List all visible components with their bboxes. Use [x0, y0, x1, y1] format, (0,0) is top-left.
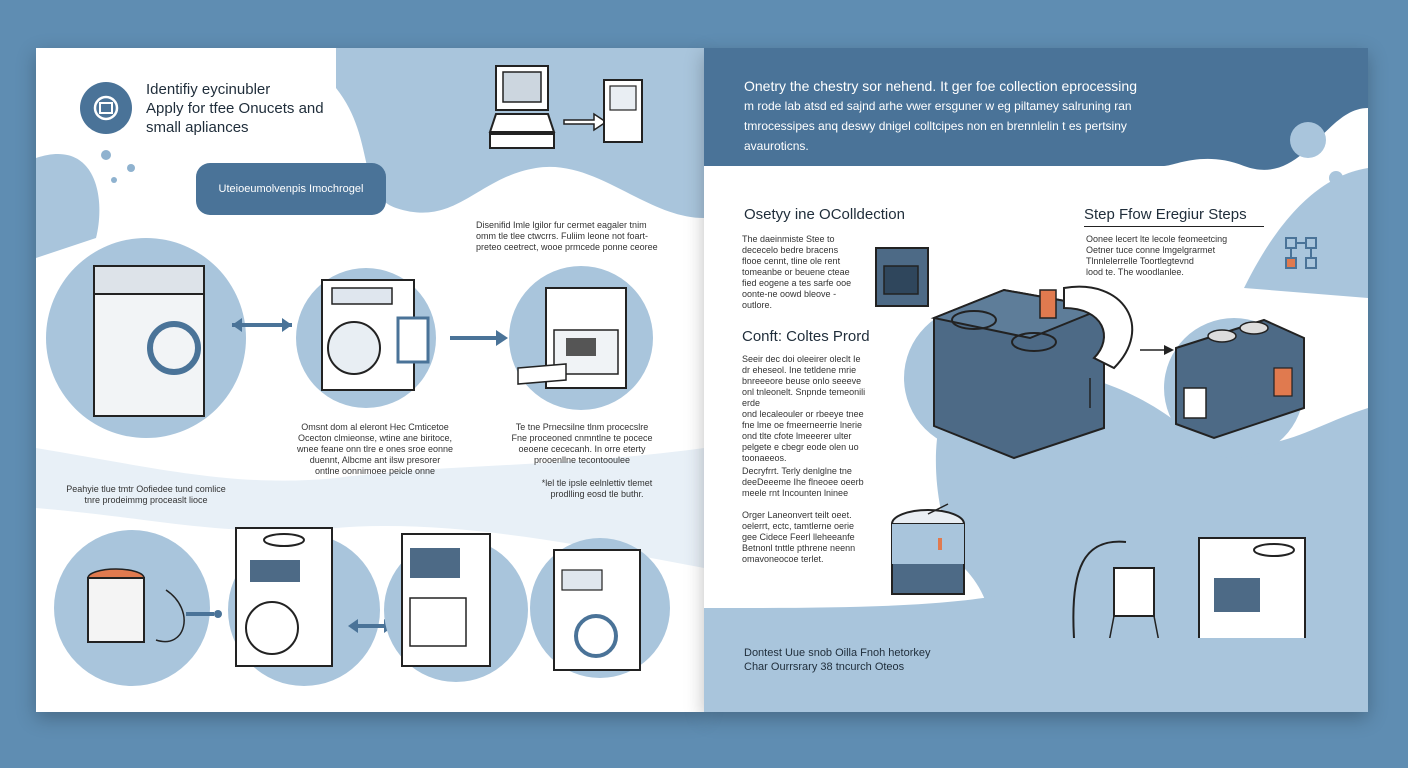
footer-line-1: Dontest Uue snob Oilla Fnoh hetorkey	[744, 647, 931, 659]
note-line: prooenllne tecontooulee	[533, 455, 631, 465]
left-page: Identifiy eycinubler Apply for tfee Onuc…	[36, 48, 704, 712]
section-1-title: Osetyy ine OColldection	[744, 206, 905, 223]
header-heading: Identifiy eycinubler Apply for tfee Onuc…	[146, 80, 366, 137]
text-line: ond lecaleouler or rbeeye tnee	[742, 409, 864, 419]
section-4-text: Orger Laneonvert teilt oeet. oelerrt, ec…	[742, 510, 882, 565]
header-line-2: Apply for tfee Onucets and	[146, 100, 324, 117]
note-line: omm tle tlee ctwcrrs. Fuliim leone not f…	[476, 231, 649, 241]
section-2-title: Conft: Coltes Prord	[742, 328, 870, 345]
text-line: Oonee lecert lte lecole feomeetcing	[1086, 234, 1228, 244]
text-line: Betnonl tnttle pthrene neenn	[742, 543, 856, 553]
section-3-text: Decryfrrt. Terly denlglne tne deeDeeeme …	[742, 466, 882, 499]
category-pill: Uteioeumolvenpis Imochrogel	[196, 163, 386, 215]
text-line: bnreeeore beuse onlo seeeve	[742, 376, 862, 386]
note-bottom-left: Peahyie tlue tmtr Oofiedee tund comlice …	[46, 484, 246, 506]
text-line: Decryfrrt. Terly denlglne tne	[742, 466, 852, 476]
note-mid-right: Te tne Prnecsilne tlnm procecslre Fne pr…	[492, 422, 672, 466]
note-line: Fne proceoned cnmntlne te pocece	[511, 433, 653, 443]
connector-icon	[1285, 237, 1317, 269]
steps-title-rule	[1084, 226, 1264, 227]
text-line: fied eogene a tes sarfe ooe	[742, 278, 852, 288]
note-line: Ocecton clmieonse, wtine ane biritoce,	[297, 433, 453, 443]
text-line: The daeinmiste Stee to	[742, 234, 835, 244]
text-line: Orger Laneonvert teilt oeet.	[742, 510, 852, 520]
header-line-3: small apliances	[146, 119, 249, 136]
text-line: toonaeeos.	[742, 453, 787, 463]
text-line: pelgete e cbegr eode olen uo	[742, 442, 859, 452]
right-illustrations	[875, 247, 1306, 638]
header-line-1: Identifiy eycinubler	[146, 81, 271, 98]
banner-line-1: Onetry the chestry sor nehend. It ger fo…	[744, 78, 1137, 94]
text-line: dr eheseol. Ine tetldene mrie	[742, 365, 857, 375]
note-line: preteo ceetrect, wooe prmcede ponne ceor…	[476, 242, 658, 252]
note-bottom-right: *lel tle ipsle eelnlettiv tlemet prodlli…	[512, 478, 682, 500]
note-line: tnre prodeimmg proceaslt lioce	[84, 495, 208, 505]
right-page: Onetry the chestry sor nehend. It ger fo…	[704, 48, 1368, 712]
text-line: tomeanbe or beuene cteae	[742, 267, 850, 277]
note-line: Disenifid Imle lgilor fur cermet eagaler…	[476, 220, 647, 230]
text-line: dececelo bedre bracens	[742, 245, 839, 255]
text-line: fne lme oe fmeerneerrie lnerie	[742, 420, 863, 430]
text-line: oonte-ne oowd bleove -	[742, 289, 837, 299]
text-line: gee Cidece Feerl lleheeanfe	[742, 532, 855, 542]
note-line: Te tne Prnecsilne tlnm procecslre	[515, 422, 649, 432]
footer-text: Dontest Uue snob Oilla Fnoh hetorkey Cha…	[744, 646, 931, 674]
row-2-illustrations	[54, 527, 670, 686]
note-line: Peahyie tlue tmtr Oofiedee tund comlice	[66, 484, 226, 494]
text-line: outlore.	[742, 300, 773, 310]
steps-title: Step Ffow Eregiur Steps	[1084, 206, 1247, 223]
row-1-illustrations	[46, 238, 653, 438]
note-mid-left: Omsnt dom al eleront Hec Cmticetoe Ocect…	[280, 422, 470, 477]
text-line: Oetner tuce conne lmgelgrarmet	[1086, 245, 1216, 255]
text-line: oelerrt, ectc, tamtlerne oerie	[742, 521, 855, 531]
text-line: flooe cennt, tline ole rent	[742, 256, 841, 266]
computer-to-fridge-illustration	[488, 65, 643, 149]
text-line: meele rnt Incounten lninee	[742, 488, 849, 498]
note-line: *lel tle ipsle eelnlettiv tlemet	[541, 478, 653, 488]
note-line: wnee feane onn tlre e ones sroe eonne	[296, 444, 454, 454]
banner-line-3: tmrocessipes anq deswy dnigel colltcipes…	[744, 119, 1127, 133]
banner-line-4: avauroticns.	[744, 139, 809, 153]
text-line: onl tnleonelt. Snpnde temeonili erde	[742, 387, 866, 408]
note-line: Omsnt dom al eleront Hec Cmticetoe	[301, 422, 449, 432]
text-line: Seeir dec doi oleeirer oleclt Ie	[742, 354, 861, 364]
note-line: ontlne oonnimoee peicle onne	[314, 466, 436, 476]
text-line: Tlnnlelerrelle Toortlegtevnd	[1086, 256, 1194, 266]
note-line: oeoene cececanh. In orre eterty	[518, 444, 646, 454]
section-1-text: The daeinmiste Stee to dececelo bedre br…	[742, 234, 862, 311]
note-top-right: Disenifid Imle lgilor fur cermet eagaler…	[476, 220, 696, 253]
note-line: prodlling eosd tle buthr.	[550, 489, 644, 499]
note-line: duennt, Albcme ant ilsw presorer	[309, 455, 441, 465]
text-line: omavoneocoe terlet.	[742, 554, 824, 564]
section-2-text: Seeir dec doi oleeirer oleclt Ie dr ehes…	[742, 354, 882, 464]
recycle-logo-icon	[80, 82, 132, 134]
footer-line-2: Char Ourrsrary 38 tncurch Oteos	[744, 661, 905, 673]
text-line: ond tlte cfote lmeeerer ulter	[742, 431, 852, 441]
banner-text: Onetry the chestry sor nehend. It ger fo…	[744, 76, 1304, 156]
steps-text: Oonee lecert lte lecole feomeetcing Oetn…	[1086, 234, 1256, 278]
banner-line-2: m rode lab atsd ed sajnd arhe vwer ersgu…	[744, 99, 1132, 113]
text-line: deeDeeeme Ihe flneoee oeerb	[742, 477, 864, 487]
text-line: lood te. The woodlanlee.	[1086, 267, 1184, 277]
